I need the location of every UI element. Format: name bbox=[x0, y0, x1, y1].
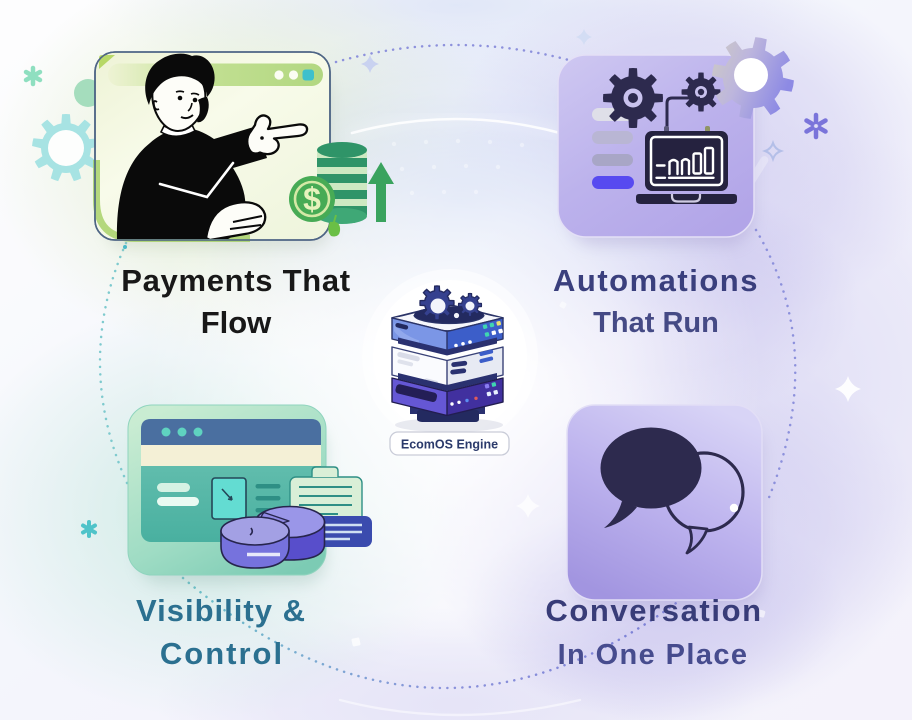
svg-text:Conversation: Conversation bbox=[545, 593, 762, 628]
svg-text:$: $ bbox=[303, 181, 321, 217]
svg-text:EcomOS Engine: EcomOS Engine bbox=[401, 438, 498, 452]
svg-text:In One Place: In One Place bbox=[558, 639, 749, 671]
svg-text:Flow: Flow bbox=[201, 305, 272, 340]
svg-text:Visibility &: Visibility & bbox=[136, 593, 306, 628]
svg-text:That Run: That Run bbox=[593, 307, 719, 339]
svg-text:Payments That: Payments That bbox=[121, 263, 351, 298]
svg-text:Control: Control bbox=[160, 636, 284, 671]
svg-text:Automations: Automations bbox=[553, 263, 759, 298]
